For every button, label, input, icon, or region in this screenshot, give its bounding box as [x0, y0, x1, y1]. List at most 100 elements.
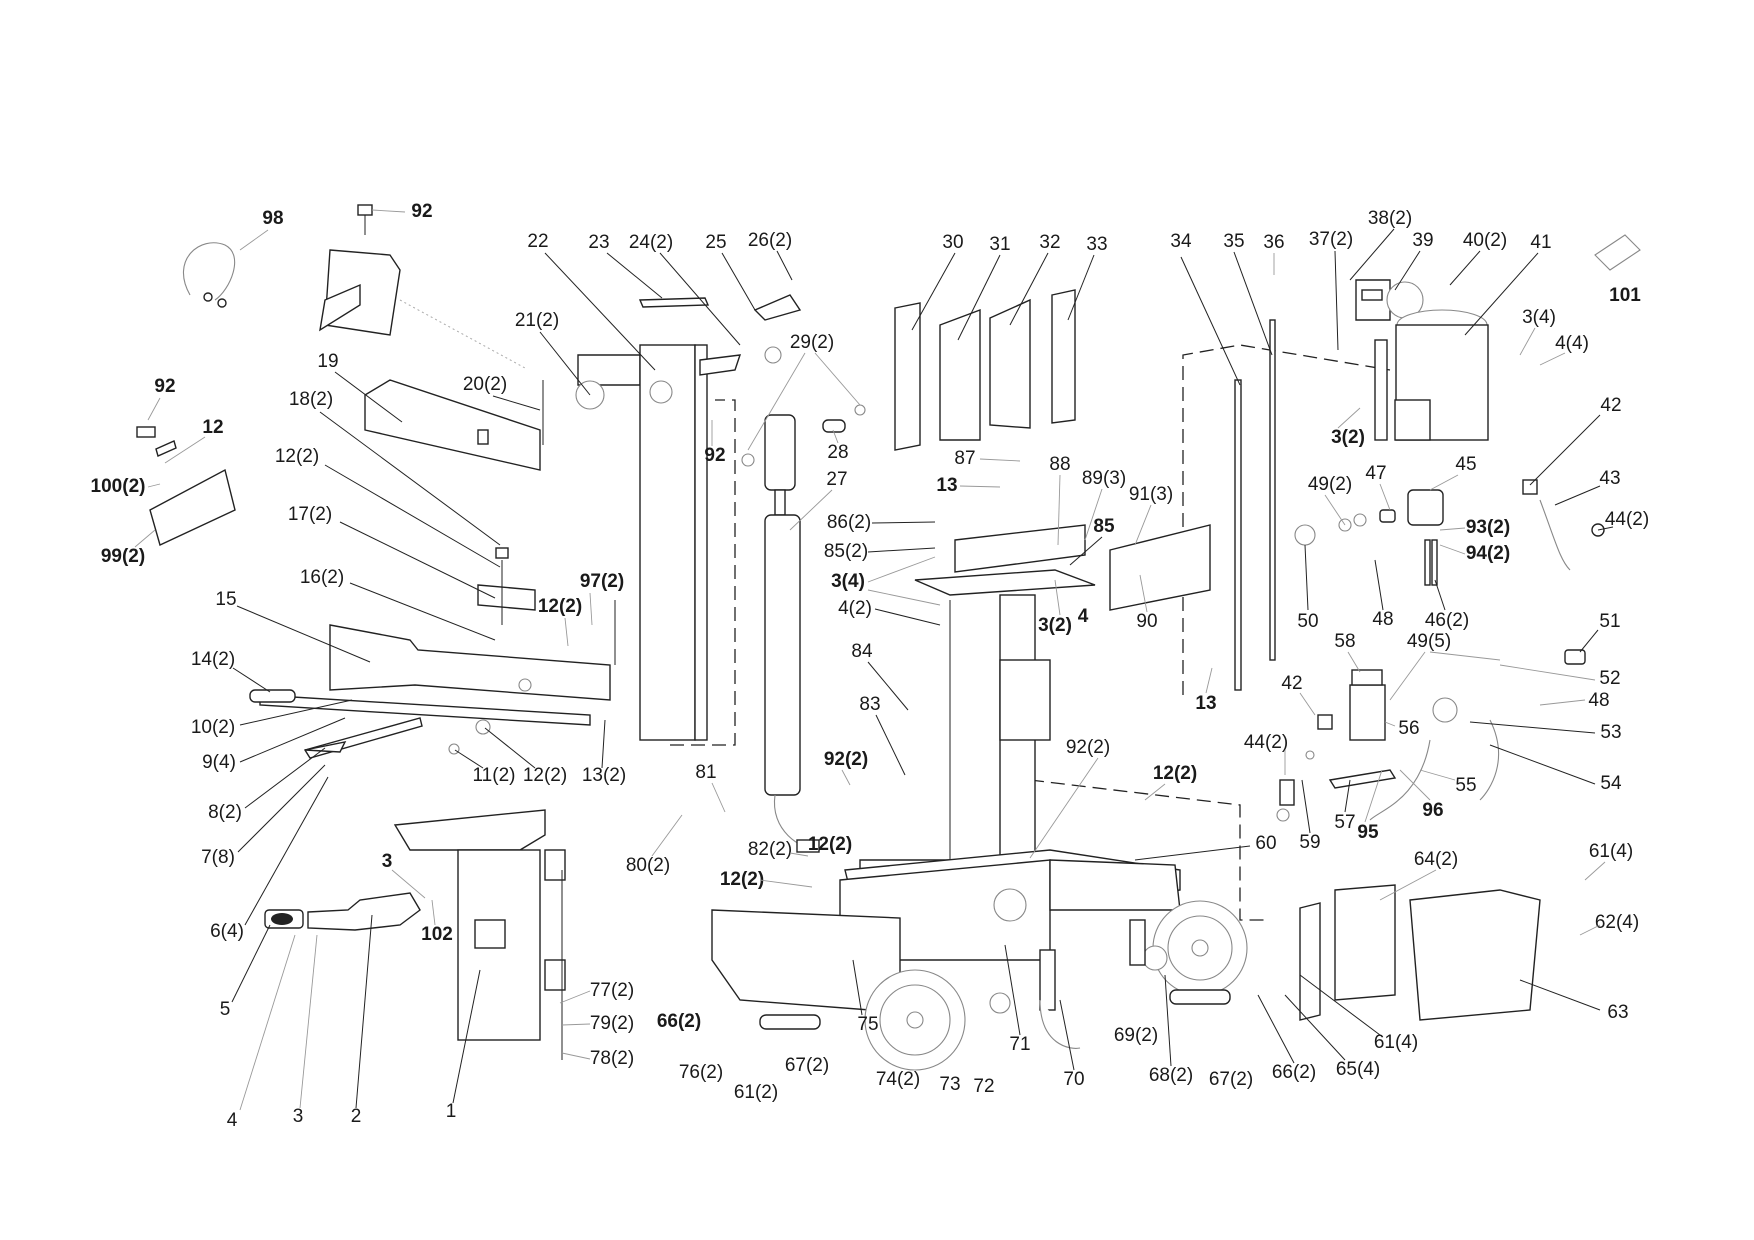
callout-40: 40(2) — [1462, 230, 1508, 251]
callout-52: 52 — [1599, 668, 1621, 689]
callout-35: 35 — [1223, 231, 1245, 252]
part-19-housing — [364, 379, 544, 471]
callout-19: 19 — [317, 351, 339, 372]
callout-76: 76(2) — [678, 1062, 724, 1083]
callout-72: 72 — [973, 1076, 995, 1097]
callout-70: 70 — [1063, 1069, 1085, 1090]
callout-48-a: 48 — [1372, 609, 1394, 630]
callout-4-bottom: 4 — [226, 1110, 238, 1131]
part-61-guard — [1299, 884, 1541, 1021]
callout-3-bottom: 3 — [292, 1106, 304, 1127]
callout-3-left: 3 — [381, 851, 393, 872]
callout-92-top: 92 — [411, 201, 433, 222]
callout-69: 69(2) — [1113, 1025, 1159, 1046]
callout-12-d: 12(2) — [1152, 763, 1198, 784]
callout-4-4-right: 4(4) — [1555, 333, 1589, 354]
callout-33: 33 — [1086, 234, 1108, 255]
callout-66-a: 66(2) — [656, 1011, 702, 1032]
callout-6: 6(4) — [210, 921, 244, 942]
callout-85-b: 85 — [1093, 516, 1115, 537]
part-2-handle — [264, 892, 421, 931]
callout-12-f: 12(2) — [719, 869, 765, 890]
callout-60: 60 — [1255, 833, 1277, 854]
callout-1: 1 — [445, 1101, 457, 1122]
callout-55: 55 — [1455, 775, 1477, 796]
callout-32: 32 — [1039, 232, 1061, 253]
callout-50: 50 — [1297, 611, 1319, 632]
callout-59: 59 — [1299, 832, 1321, 853]
callout-77: 77(2) — [589, 980, 635, 1001]
callout-39: 39 — [1412, 230, 1434, 251]
part-1-post — [393, 809, 566, 1060]
assembly-line-column — [670, 399, 736, 746]
part-98-cable — [183, 242, 236, 308]
callout-88: 88 — [1049, 454, 1071, 475]
callout-93: 93(2) — [1465, 517, 1511, 538]
callout-14: 14(2) — [190, 649, 236, 670]
callout-63: 63 — [1607, 1002, 1629, 1023]
callout-89: 89(3) — [1081, 468, 1127, 489]
callout-26: 26(2) — [747, 230, 793, 251]
callout-9: 9(4) — [202, 752, 236, 773]
callout-36: 36 — [1263, 232, 1285, 253]
callout-42-a: 42 — [1600, 395, 1622, 416]
callout-38: 38(2) — [1367, 208, 1413, 229]
callout-12-e: 12(2) — [807, 834, 853, 855]
callout-24: 24(2) — [628, 232, 674, 253]
callout-37: 37(2) — [1308, 229, 1354, 250]
callout-44-a: 44(2) — [1604, 509, 1650, 530]
callout-44-b: 44(2) — [1243, 732, 1289, 753]
callout-65: 65(4) — [1335, 1059, 1381, 1080]
callout-17: 17(2) — [287, 504, 333, 525]
callout-12-left: 12 — [202, 417, 224, 438]
part-frame — [839, 524, 1211, 961]
callout-94: 94(2) — [1465, 543, 1511, 564]
part-17-bracket — [477, 547, 536, 625]
callout-92-2-b: 92(2) — [1065, 737, 1111, 758]
part-58-valve — [1276, 649, 1586, 822]
callout-16: 16(2) — [299, 567, 345, 588]
callout-3-2-mid: 3(2) — [1038, 615, 1072, 636]
callout-92-mid: 92 — [704, 445, 726, 466]
callout-43: 43 — [1599, 468, 1621, 489]
callout-12-b: 12(2) — [537, 596, 583, 617]
callout-15: 15 — [215, 589, 237, 610]
part-99-plate — [136, 426, 236, 546]
callout-71: 71 — [1009, 1034, 1031, 1055]
callout-92-2-a: 92(2) — [823, 749, 869, 770]
part-22-column — [575, 294, 802, 741]
callout-75: 75 — [857, 1014, 879, 1035]
callout-97: 97(2) — [579, 571, 625, 592]
callout-82: 82(2) — [747, 839, 793, 860]
callout-101: 101 — [1609, 285, 1641, 306]
callout-27: 27 — [826, 469, 848, 490]
callout-3-2-right: 3(2) — [1331, 427, 1365, 448]
callout-49-5: 49(5) — [1406, 631, 1452, 652]
callout-5: 5 — [219, 999, 231, 1020]
callout-23: 23 — [588, 232, 610, 253]
callout-58: 58 — [1334, 631, 1356, 652]
callout-34: 34 — [1170, 231, 1192, 252]
callout-30: 30 — [942, 232, 964, 253]
callout-62: 62(4) — [1594, 912, 1640, 933]
callout-53: 53 — [1600, 722, 1622, 743]
callout-95: 95 — [1357, 822, 1379, 843]
callout-56: 56 — [1398, 718, 1420, 739]
callout-51: 51 — [1599, 611, 1621, 632]
callout-86: 86(2) — [826, 512, 872, 533]
callout-4-2-mid: 4(2) — [838, 598, 872, 619]
callout-48-b: 48 — [1588, 690, 1610, 711]
callout-4-mid: 4 — [1077, 606, 1089, 627]
callout-91: 91(3) — [1128, 484, 1174, 505]
callout-13-a: 13(2) — [581, 765, 627, 786]
callout-74: 74(2) — [875, 1069, 921, 1090]
callout-64: 64(2) — [1413, 849, 1459, 870]
callout-21: 21(2) — [514, 310, 560, 331]
callout-25: 25 — [705, 232, 727, 253]
callout-79: 79(2) — [589, 1013, 635, 1034]
part-wedge-assembly — [319, 204, 526, 369]
part-27-cylinder — [741, 404, 866, 853]
callout-31: 31 — [989, 234, 1011, 255]
